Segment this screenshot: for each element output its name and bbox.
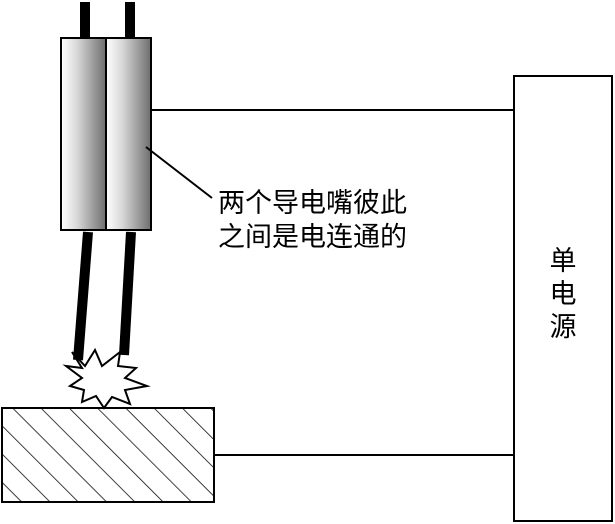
power-source-label-char-2: 电 xyxy=(550,279,577,310)
nozzle-right xyxy=(105,37,152,231)
annotation-leader-line xyxy=(145,146,213,199)
nozzle-left xyxy=(60,37,107,231)
power-source-box xyxy=(513,75,613,522)
arc-spark-icon xyxy=(62,347,151,410)
power-source-label-char-1: 单 xyxy=(550,246,577,277)
bottom-wire-left xyxy=(73,231,93,361)
workpiece xyxy=(1,407,215,503)
bottom-wire-right xyxy=(119,231,136,356)
annotation-line-1: 两个导电嘴彼此 xyxy=(218,188,407,219)
power-source-label-char-3: 源 xyxy=(550,312,577,343)
annotation-line-2: 之间是电连通的 xyxy=(218,222,407,253)
contact-nozzles xyxy=(60,37,152,231)
